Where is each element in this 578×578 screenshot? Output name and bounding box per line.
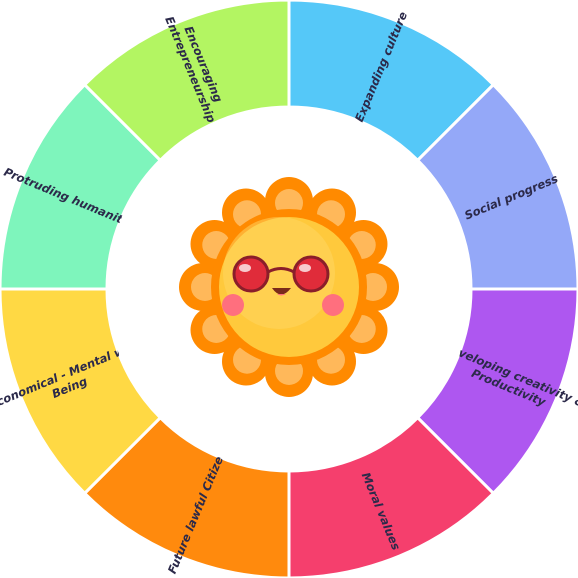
tongue — [277, 294, 286, 296]
glasses-lens-left — [232, 255, 270, 293]
smile — [272, 288, 291, 295]
sun-mascot-icon — [179, 177, 399, 397]
sun-face-highlight — [223, 217, 335, 329]
cheek-left — [222, 294, 244, 316]
cheek-right — [322, 294, 344, 316]
glasses-lens-right — [292, 255, 330, 293]
glasses-shine-left — [239, 264, 251, 272]
glasses-shine-right — [299, 264, 311, 272]
glasses-bridge — [267, 267, 295, 274]
